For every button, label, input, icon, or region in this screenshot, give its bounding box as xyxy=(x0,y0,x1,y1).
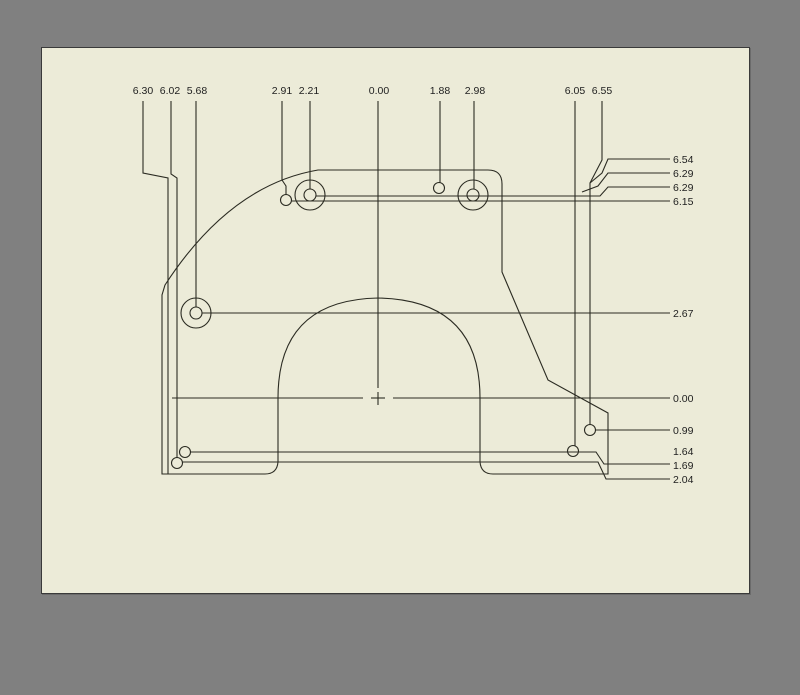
y-ordinate-labels: 6.54 6.29 6.29 6.15 2.67 0.00 0.99 1.64 … xyxy=(673,154,694,486)
y-label: 0.00 xyxy=(673,393,694,405)
y-label: 2.04 xyxy=(673,474,694,486)
y-label: 0.99 xyxy=(673,425,694,437)
x-label: 6.30 xyxy=(133,85,154,97)
y-ordinate-leaders xyxy=(182,158,670,480)
x-label: 6.05 xyxy=(565,85,586,97)
holes xyxy=(170,179,597,470)
y-label: 2.67 xyxy=(673,308,694,320)
origin-crosshair-icon xyxy=(172,101,670,405)
y-label: 6.15 xyxy=(673,196,694,208)
x-ordinate-labels: 6.30 6.02 5.68 2.91 2.21 0.00 1.88 2.98 … xyxy=(133,85,613,97)
y-label: 1.64 xyxy=(673,446,694,458)
x-label: 5.68 xyxy=(187,85,208,97)
y-label: 6.29 xyxy=(673,168,694,180)
x-label: 2.98 xyxy=(465,85,486,97)
x-label: 6.55 xyxy=(592,85,613,97)
x-label: 2.91 xyxy=(272,85,293,97)
x-ordinate-leaders xyxy=(142,101,603,474)
y-label: 6.54 xyxy=(673,154,694,166)
part-outline xyxy=(161,169,609,475)
drawing-sheet xyxy=(41,47,750,594)
x-label: 6.02 xyxy=(160,85,181,97)
y-label: 6.29 xyxy=(673,182,694,194)
y-label: 1.69 xyxy=(673,460,694,472)
x-label: 1.88 xyxy=(430,85,451,97)
x-label: 2.21 xyxy=(299,85,320,97)
x-label: 0.00 xyxy=(369,85,390,97)
